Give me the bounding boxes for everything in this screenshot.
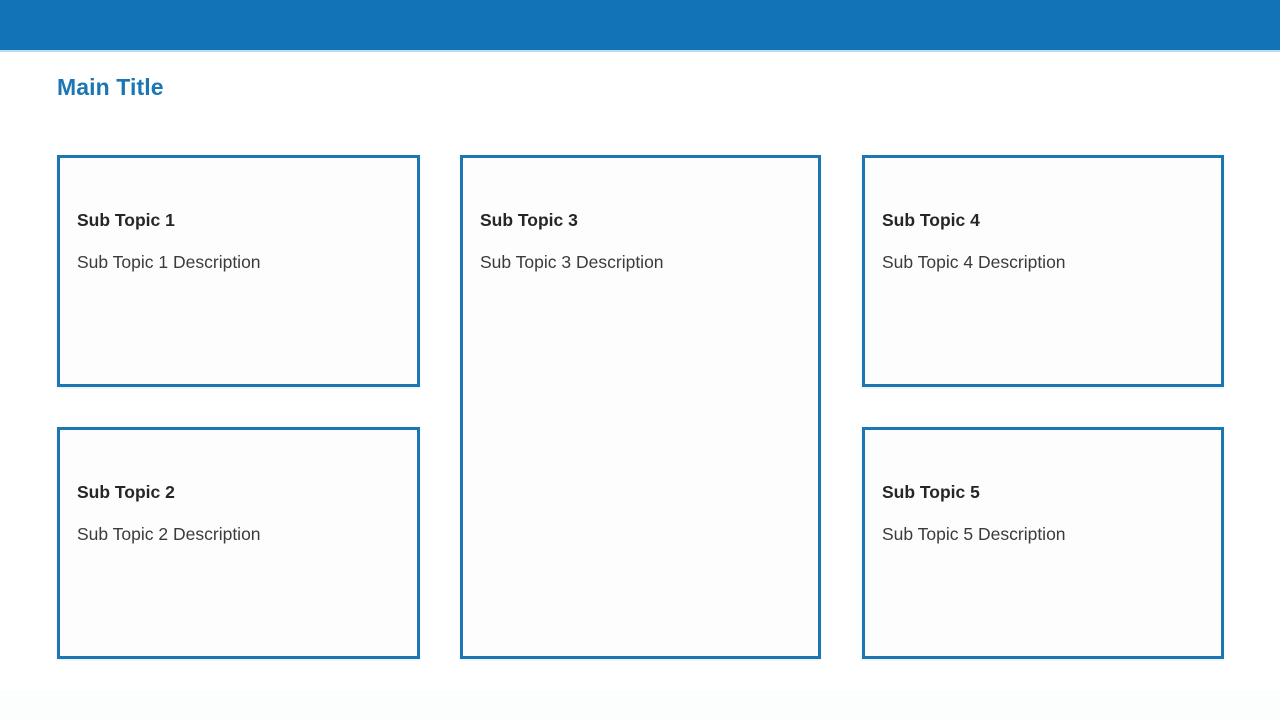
card-description: Sub Topic 2 Description [77, 524, 261, 544]
page-title: Main Title [57, 74, 164, 100]
header-accent-underline [0, 50, 1280, 52]
card-sub-topic-2[interactable]: Sub Topic 2 Sub Topic 2 Description [57, 427, 420, 659]
card-title: Sub Topic 1 [77, 210, 175, 230]
card-title: Sub Topic 4 [882, 210, 980, 230]
card-title: Sub Topic 5 [882, 482, 980, 502]
footer-tint [0, 690, 1280, 720]
card-description: Sub Topic 4 Description [882, 252, 1066, 272]
card-description: Sub Topic 3 Description [480, 252, 664, 272]
card-title: Sub Topic 2 [77, 482, 175, 502]
header-accent-bar [0, 0, 1280, 50]
card-description: Sub Topic 1 Description [77, 252, 261, 272]
card-description: Sub Topic 5 Description [882, 524, 1066, 544]
card-sub-topic-5[interactable]: Sub Topic 5 Sub Topic 5 Description [862, 427, 1224, 659]
card-sub-topic-1[interactable]: Sub Topic 1 Sub Topic 1 Description [57, 155, 420, 387]
card-title: Sub Topic 3 [480, 210, 578, 230]
card-sub-topic-4[interactable]: Sub Topic 4 Sub Topic 4 Description [862, 155, 1224, 387]
card-sub-topic-3[interactable]: Sub Topic 3 Sub Topic 3 Description [460, 155, 821, 659]
